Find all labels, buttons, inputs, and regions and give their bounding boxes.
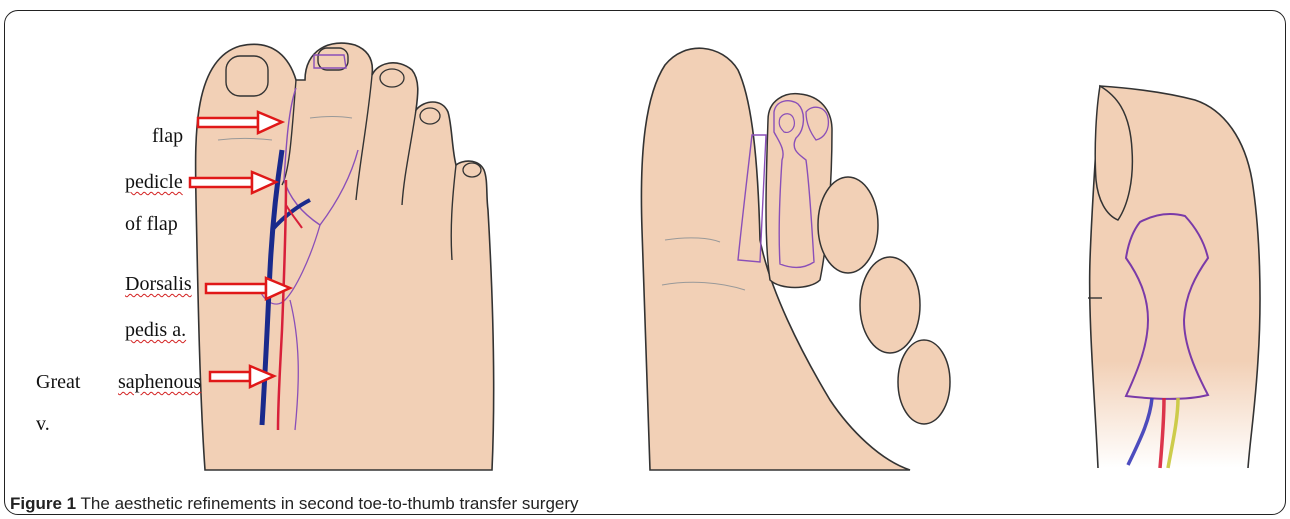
label-pedis: pedis a.: [125, 320, 186, 340]
plantar-foot-panel: [641, 48, 950, 470]
dorsal-foot-panel: [190, 43, 494, 470]
big-toe-nail: [226, 56, 268, 96]
label-v: v.: [36, 414, 50, 434]
label-flap: flap: [152, 126, 183, 146]
figure-number: Figure 1: [10, 494, 76, 513]
figure-caption-text: The aesthetic refinements in second toe-…: [81, 494, 579, 513]
figure-caption: Figure 1 The aesthetic refinements in se…: [10, 494, 579, 514]
label-pedicle: pedicle: [125, 172, 183, 192]
label-of-flap: of flap: [125, 214, 178, 234]
thumb-panel: [1088, 86, 1260, 468]
plantar-second-toe: [766, 94, 832, 288]
label-great: Great: [36, 372, 80, 392]
label-dorsalis: Dorsalis: [125, 274, 192, 294]
dorsal-foot-outline: [196, 43, 494, 470]
second-toe-nail: [318, 48, 348, 70]
label-saphenous: saphenous: [118, 372, 201, 392]
